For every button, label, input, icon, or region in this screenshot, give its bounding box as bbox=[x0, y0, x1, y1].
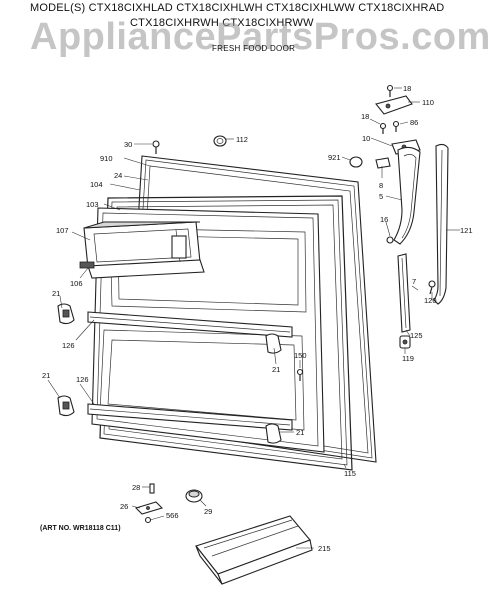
part-label-566: 566 bbox=[166, 511, 179, 520]
part-label-28: 28 bbox=[132, 483, 140, 492]
door-bin-215 bbox=[195, 515, 313, 585]
part-label-215: 215 bbox=[318, 544, 331, 553]
screw-16 bbox=[386, 236, 394, 244]
part-label-106: 106 bbox=[70, 279, 83, 288]
part-label-125: 125 bbox=[410, 331, 423, 340]
part-label-18-top: 18 bbox=[403, 84, 411, 93]
art-number: (ART NO. WR18118 C11) bbox=[40, 525, 121, 532]
shelf-end-left-upper bbox=[57, 303, 75, 325]
part-label-104: 104 bbox=[90, 180, 103, 189]
part-label-7: 7 bbox=[412, 277, 416, 286]
plug-921 bbox=[349, 156, 363, 168]
cap-29 bbox=[185, 489, 203, 503]
handle-lower-7 bbox=[397, 253, 411, 333]
part-label-126-a: 126 bbox=[62, 341, 75, 350]
door-shelf-bar-lower bbox=[87, 403, 293, 431]
handle-trim-121 bbox=[433, 143, 449, 305]
bracket-8 bbox=[375, 157, 391, 169]
part-label-107: 107 bbox=[56, 226, 69, 235]
screw-566 bbox=[144, 516, 152, 524]
leader-lines bbox=[47, 87, 460, 549]
part-label-8: 8 bbox=[379, 181, 383, 190]
part-label-21-a: 21 bbox=[52, 289, 60, 298]
door-handle-5 bbox=[393, 146, 421, 245]
part-label-18-mid: 18 bbox=[361, 112, 369, 121]
screw-86 bbox=[392, 120, 400, 132]
plug-112 bbox=[213, 135, 227, 147]
part-label-103: 103 bbox=[86, 200, 99, 209]
model-list-line-2: CTX18CIXHRWH CTX18CIXHRWW bbox=[130, 17, 314, 29]
part-label-16: 16 bbox=[380, 215, 388, 224]
hinge-cover-110 bbox=[375, 95, 413, 115]
pin-28 bbox=[149, 483, 155, 494]
part-label-21-d: 21 bbox=[296, 428, 304, 437]
part-label-21-c: 21 bbox=[42, 371, 50, 380]
dairy-compartment bbox=[79, 221, 205, 279]
screw-18-top bbox=[386, 84, 394, 97]
part-label-120: 120 bbox=[424, 296, 437, 305]
part-label-24: 24 bbox=[114, 171, 122, 180]
part-label-119: 119 bbox=[402, 354, 414, 363]
part-label-21-b: 21 bbox=[272, 365, 280, 374]
screw-30 bbox=[152, 140, 160, 154]
part-label-110: 110 bbox=[422, 98, 434, 107]
part-119 bbox=[399, 335, 411, 349]
shelf-end-right-lower bbox=[265, 423, 282, 444]
part-label-910: 910 bbox=[100, 154, 113, 163]
watermark-text: AppliancePartsPros.com bbox=[30, 16, 491, 58]
part-label-86: 86 bbox=[410, 118, 418, 127]
part-120 bbox=[428, 280, 436, 295]
bracket-26 bbox=[134, 501, 164, 515]
model-list-line-1: MODEL(S) CTX18CIXHLAD CTX18CIXHLWH CTX18… bbox=[30, 2, 445, 14]
part-label-126-b: 126 bbox=[76, 375, 89, 384]
screw-150 bbox=[296, 368, 304, 381]
part-label-5: 5 bbox=[379, 192, 383, 201]
screw-18-mid bbox=[379, 122, 387, 134]
part-label-150: 150 bbox=[294, 351, 307, 360]
part-label-30: 30 bbox=[124, 140, 132, 149]
shelf-end-left-lower bbox=[57, 395, 75, 417]
part-number-labels: 18 110 18 86 10 30 112 910 921 8 24 104 … bbox=[42, 84, 473, 553]
part-label-112: 112 bbox=[236, 135, 248, 144]
part-label-115: 115 bbox=[344, 469, 356, 478]
door-shelf-bar-upper bbox=[87, 311, 293, 338]
part-label-10: 10 bbox=[362, 134, 370, 143]
shelf-end-right-upper bbox=[265, 333, 282, 354]
part-label-26: 26 bbox=[120, 502, 128, 511]
diagram-title: FRESH FOOD DOOR bbox=[212, 44, 296, 53]
part-label-921: 921 bbox=[328, 153, 341, 162]
part-label-121: 121 bbox=[460, 226, 473, 235]
part-label-29: 29 bbox=[204, 507, 212, 516]
